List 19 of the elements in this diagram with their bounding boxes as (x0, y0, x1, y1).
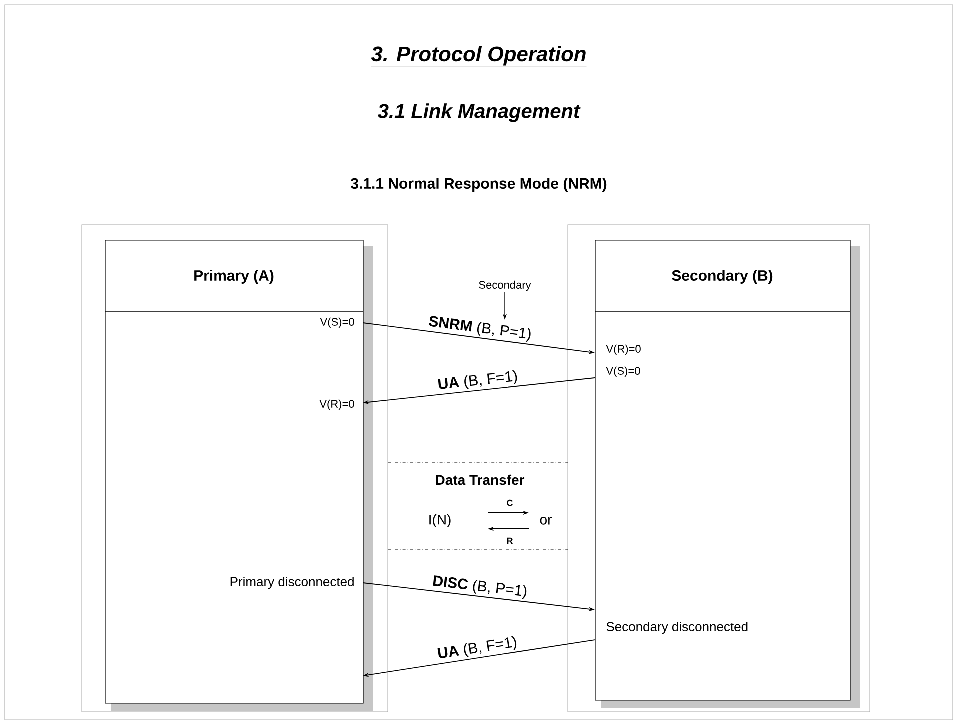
direction-label: C (507, 500, 514, 506)
state-label: V(R)=0 (320, 400, 354, 410)
state-label: V(R)=0 (606, 344, 641, 356)
state-label: Primary disconnected (230, 576, 354, 590)
edge-label: UA (B, F=1) (438, 370, 518, 390)
edge-label: DISC (B, P=1) (433, 576, 527, 600)
edge-label: SNRM (B, P=1) (429, 316, 531, 342)
state-label: V(S)=0 (606, 366, 640, 378)
frame-label: I(N) (430, 514, 451, 528)
title: 3. Protocol Operation (371, 46, 587, 68)
heading: 3.1 Link Management (378, 104, 581, 122)
state-label: V(S)=0 (320, 318, 354, 328)
subheading: 3.1.1 Normal Response Mode (NRM) (351, 178, 607, 192)
edge-label: UA (B, F=1) (438, 636, 517, 658)
annotation-text: Secondary (479, 280, 532, 292)
section-label: Data Transfer (436, 474, 525, 486)
direction-label: R (507, 538, 514, 544)
state-label: Secondary disconnected (606, 622, 748, 634)
note-text: or (540, 517, 552, 525)
